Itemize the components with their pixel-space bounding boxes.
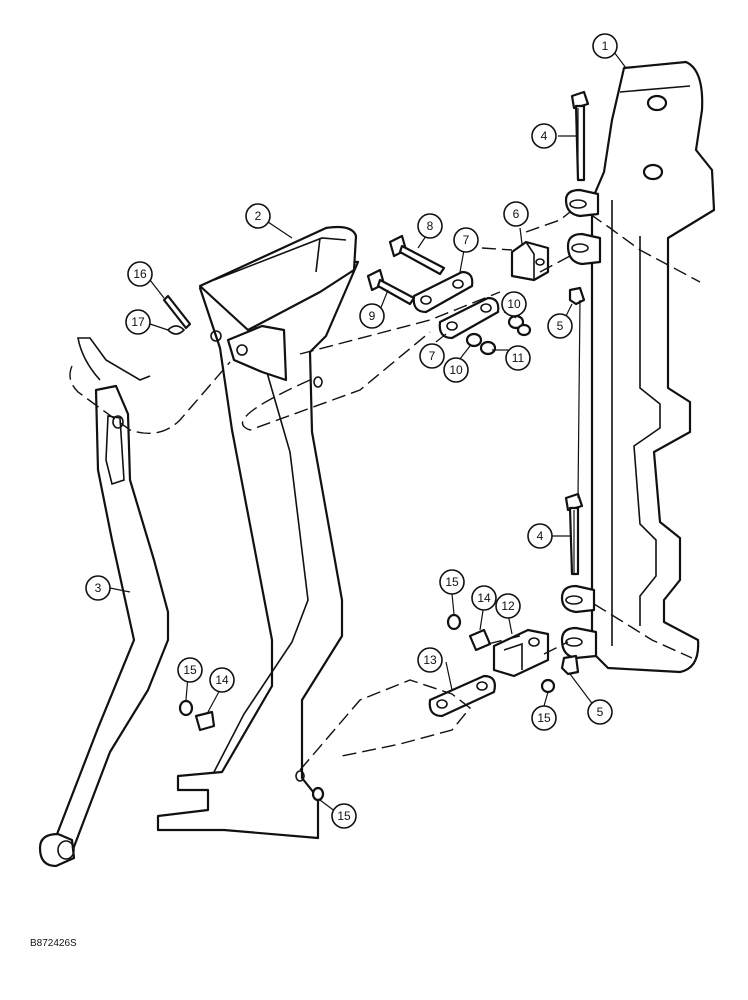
callout-5-upper: 5 bbox=[547, 313, 573, 339]
callout-15-d: 15 bbox=[331, 803, 357, 829]
svg-text:11: 11 bbox=[512, 351, 525, 365]
rear-shank-part bbox=[38, 337, 170, 868]
bolt-9-part bbox=[366, 268, 416, 306]
svg-text:2: 2 bbox=[255, 209, 262, 223]
svg-text:5: 5 bbox=[597, 705, 604, 719]
callout-15-c: 15 bbox=[177, 657, 203, 683]
callout-10-upper: 10 bbox=[501, 291, 527, 317]
washer-15-b-part bbox=[540, 678, 556, 694]
clevis-12-part bbox=[492, 628, 550, 678]
svg-text:12: 12 bbox=[501, 599, 515, 613]
callout-15-b: 15 bbox=[531, 705, 557, 731]
svg-text:4: 4 bbox=[541, 129, 548, 143]
callout-9: 9 bbox=[359, 303, 385, 329]
callout-15-a: 15 bbox=[439, 569, 465, 595]
block-6-part bbox=[510, 240, 550, 282]
callout-14-right: 14 bbox=[471, 585, 497, 611]
nut-11-lower-part bbox=[479, 340, 497, 356]
svg-text:7: 7 bbox=[429, 349, 436, 363]
lower-frame-weldment-part bbox=[156, 225, 360, 840]
svg-text:1: 1 bbox=[602, 39, 609, 53]
callout-8: 8 bbox=[417, 213, 443, 239]
callout-2: 2 bbox=[245, 203, 271, 229]
leader-lines bbox=[109, 51, 627, 813]
sleeve-14-right-part bbox=[468, 628, 492, 652]
svg-text:7: 7 bbox=[463, 233, 470, 247]
svg-text:8: 8 bbox=[427, 219, 434, 233]
svg-text:4: 4 bbox=[537, 529, 544, 543]
callout-4-lower: 4 bbox=[527, 523, 553, 549]
callout-6: 6 bbox=[503, 201, 529, 227]
svg-text:6: 6 bbox=[513, 207, 520, 221]
svg-text:9: 9 bbox=[369, 309, 376, 323]
sleeve-14-left-part bbox=[194, 710, 216, 732]
svg-text:17: 17 bbox=[131, 315, 145, 329]
svg-text:10: 10 bbox=[449, 363, 463, 377]
pin-16-part bbox=[162, 294, 192, 330]
callout-5-lower: 5 bbox=[587, 699, 613, 725]
link-7-upper-part bbox=[412, 270, 474, 314]
callout-13: 13 bbox=[417, 647, 443, 673]
clip-17-part bbox=[167, 325, 186, 335]
callout-7-upper: 7 bbox=[453, 227, 479, 253]
washer-10-lower-part bbox=[465, 332, 483, 348]
link-7-lower-part bbox=[438, 296, 500, 340]
svg-text:10: 10 bbox=[507, 297, 521, 311]
nut-11-upper-part bbox=[516, 323, 532, 337]
link-13-part bbox=[428, 674, 496, 718]
washer-15-c-part bbox=[178, 699, 194, 717]
svg-text:13: 13 bbox=[423, 653, 437, 667]
callout-4-upper: 4 bbox=[531, 123, 557, 149]
svg-text:14: 14 bbox=[215, 673, 229, 687]
callout-7-lower: 7 bbox=[419, 343, 445, 369]
svg-text:15: 15 bbox=[337, 809, 351, 823]
svg-text:5: 5 bbox=[557, 319, 564, 333]
callout-10-lower: 10 bbox=[443, 357, 469, 383]
nut-5-lower-part bbox=[560, 654, 580, 676]
svg-text:3: 3 bbox=[95, 581, 102, 595]
callout-14-left: 14 bbox=[209, 667, 235, 693]
callout-1: 1 bbox=[592, 33, 618, 59]
frame-bracket-part bbox=[560, 60, 716, 674]
callout-17: 17 bbox=[125, 309, 151, 335]
svg-text:14: 14 bbox=[477, 591, 491, 605]
callout-12: 12 bbox=[495, 593, 521, 619]
washer-15-a-part bbox=[446, 613, 462, 631]
washer-15-d-part bbox=[311, 786, 325, 802]
callout-11: 11 bbox=[505, 345, 531, 371]
svg-text:15: 15 bbox=[445, 575, 459, 589]
svg-text:16: 16 bbox=[133, 267, 147, 281]
callout-16: 16 bbox=[127, 261, 153, 287]
callout-3: 3 bbox=[85, 575, 111, 601]
svg-text:15: 15 bbox=[183, 663, 197, 677]
assembly-dashed-lines bbox=[69, 108, 701, 771]
bolt-8-part bbox=[388, 234, 446, 276]
nut-5-upper-part bbox=[568, 286, 586, 306]
svg-text:15: 15 bbox=[537, 711, 551, 725]
figure-code: B872426S bbox=[30, 938, 77, 949]
